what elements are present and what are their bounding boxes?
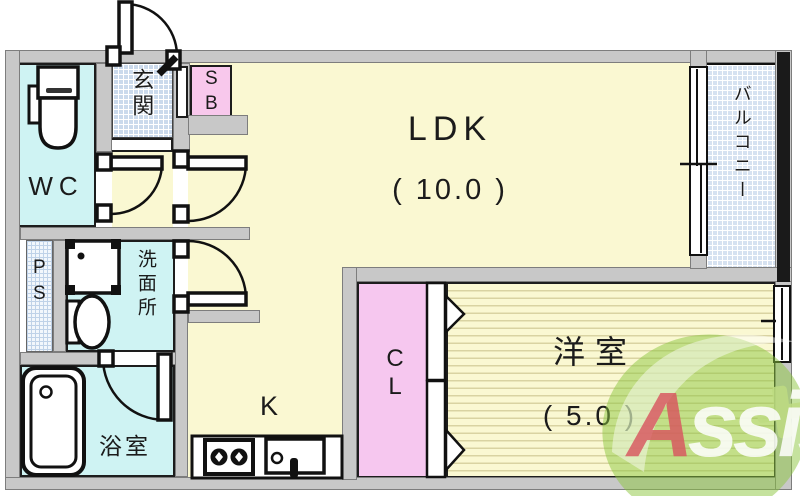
wall-balcony-stub-top [690, 50, 707, 70]
room-label-kitchen: K [259, 391, 278, 421]
room-balcony-floor [707, 63, 777, 268]
room-washroom-floor [66, 240, 175, 352]
room-label-ldk: LDK [407, 110, 493, 148]
wall-wc-right [96, 63, 112, 152]
room-label-shoebox: SB [200, 68, 222, 118]
entrance-step [110, 138, 173, 152]
wall-bottom [5, 477, 792, 490]
wall-top [5, 50, 792, 63]
room-western-floor [446, 282, 776, 478]
room-pipespace-floor [26, 240, 53, 352]
room-kitchen-floor [188, 267, 342, 477]
wall-washroom-right [175, 300, 188, 477]
room-size-ldk: ( 10.0 ) [392, 174, 508, 206]
room-bathroom-floor [20, 365, 175, 477]
room-label-western: 洋室 [552, 334, 637, 370]
wall-hall-bottom [20, 227, 250, 240]
room-label-closet: CL [381, 345, 409, 401]
room-wc-floor [16, 63, 96, 227]
room-size-western: ( 5.0 ) [542, 400, 638, 431]
room-label-bathroom: 浴室 [99, 433, 151, 459]
wall-closet-left [342, 267, 357, 480]
room-label-pipespace: PS [28, 257, 50, 309]
balcony-railing [777, 52, 790, 282]
entrance-side-panel [176, 66, 188, 118]
wall-bath-top-left [20, 352, 102, 365]
room-label-balcony: バルコニー [731, 84, 752, 204]
wall-ldk-south [342, 267, 792, 282]
room-ldk-floor [188, 63, 690, 267]
room-label-washroom: 洗面所 [134, 249, 156, 321]
wall-ps-divider [53, 240, 66, 352]
room-label-entrance: 玄関 [129, 68, 155, 120]
wall-balcony-stub-bottom [690, 253, 707, 269]
entry-hall-floor [112, 152, 173, 227]
room-label-wc: WC [28, 171, 84, 201]
wall-shoebox-bottom [188, 115, 248, 135]
wall-left [5, 50, 20, 490]
wall-kitchen-stub [188, 310, 260, 323]
